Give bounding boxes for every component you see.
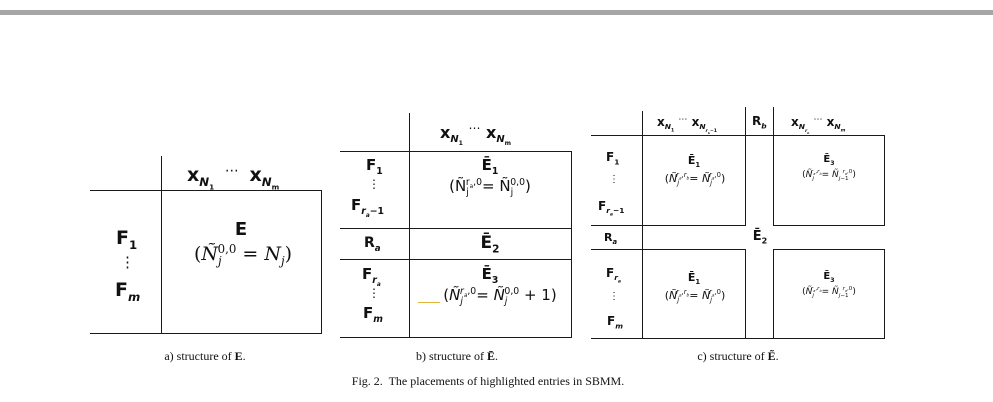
fig-c-bottom-line <box>591 338 885 339</box>
fig-b-highlight-mark <box>418 302 440 303</box>
fig-a-header-line <box>90 190 322 191</box>
fig-c-row3-top: Fra <box>606 266 621 285</box>
fig-a-bottom-line <box>90 333 322 334</box>
fig-c-col2-right-bottom <box>773 249 774 339</box>
fig-b-header-line <box>340 151 572 152</box>
fig-b-row2-label: Ra <box>364 235 381 254</box>
fig-c-col2-left <box>745 107 746 225</box>
fig-a-col-header: xN1 ⋯ xNm <box>187 163 280 192</box>
fig-c-cell-br-title: Ē3 <box>823 271 835 284</box>
fig-b-divider <box>409 113 410 338</box>
fig-a-row-bottom: Fm <box>115 279 141 304</box>
fig-b-row1-dots: ⋮ <box>368 177 380 191</box>
fig-a-divider <box>161 156 162 334</box>
fig-b-cell2: Ē2 <box>480 233 500 256</box>
figure-caption: Fig. 2. The placements of highlighted en… <box>351 374 625 388</box>
fig-b-row3-dots: ⋮ <box>368 286 380 300</box>
fig-c-row3-bottom: Fm <box>607 314 623 331</box>
fig-a-cell-title: E <box>234 219 248 240</box>
fig-c-col2-left-bottom <box>745 249 746 339</box>
fig-b-row3-bottom: Fm <box>363 304 383 325</box>
fig-c-row2-right <box>773 249 885 250</box>
fig-b-cell3-title: Ē3 <box>481 265 499 286</box>
fig-c-cell-tl-formula: (Ñjra,rb= Ñjra,0) <box>664 171 726 188</box>
fig-c-right-border-top <box>884 135 885 225</box>
fig-c-row2-label: Ra <box>604 231 618 247</box>
fig-c-row1-top: F1 <box>606 150 620 167</box>
fig-c-row2-left <box>591 249 746 250</box>
fig-c-row1-dots: ⋮ <box>609 174 619 185</box>
fig-c-cell-tr-title: Ē3 <box>823 154 835 167</box>
fig-a-row-top: F1 <box>116 227 138 252</box>
fig-c-cell-tr-formula: (Ñjra,rb= Ñj−1ra,0) <box>802 169 856 182</box>
top-rule <box>0 10 993 15</box>
fig-b-cell1-title: Ē1 <box>481 156 499 177</box>
caption-a: a) structure of E. <box>164 349 246 363</box>
fig-c-row3-dots: ⋮ <box>609 291 619 302</box>
fig-b-row3-top: Fra <box>362 265 381 288</box>
fig-c-cell-bl-title: Ē1 <box>687 271 701 287</box>
fig-c-cell-center: Ē2 <box>752 229 768 246</box>
fig-b-cell3-formula: (Ñjra,0= Ñj0,0 + 1) <box>443 286 557 307</box>
fig-c-row1-bottom: Fra−1 <box>598 199 625 218</box>
caption-b: b) structure of Ē. <box>416 349 498 363</box>
fig-c-cell-bl-formula: (Ñjra,rb= Ñjra,0) <box>664 288 726 305</box>
fig-b-row2-line <box>340 259 572 260</box>
fig-b-row1-top: F1 <box>366 156 383 177</box>
fig-b-row1-bottom: Fra−1 <box>351 196 384 219</box>
fig-b-bottom-line <box>340 337 572 338</box>
fig-b-right-border <box>571 151 572 338</box>
fig-c-col2-right <box>773 107 774 225</box>
fig-c-right-border-bottom <box>884 249 885 339</box>
fig-c-col3-header: xNrb ⋯ xNm <box>791 115 846 135</box>
caption-c: c) structure of Ẽ. <box>697 349 779 363</box>
fig-a-right-border <box>321 190 322 334</box>
fig-c-row1-right <box>773 225 885 226</box>
fig-b-row1-line <box>340 228 572 229</box>
fig-c-col2-header: Rb <box>752 114 767 131</box>
fig-a-row-dots: ⋮ <box>120 255 135 271</box>
fig-a-cell-formula: (Ñj0,0 = Nj) <box>193 241 293 268</box>
fig-c-row1-left <box>591 225 746 226</box>
fig-c-col1-header: xN1 ⋯ xNrb−1 <box>657 115 717 135</box>
fig-c-header-line <box>591 135 885 136</box>
fig-b-col-header: xN1 ⋯ xNm <box>440 121 512 148</box>
fig-c-cell-br-formula: (Ñjra,rb= Ñj−1ra,0) <box>802 286 856 299</box>
fig-b-cell1-formula: (Ñjra,0= Ñj0,0) <box>449 177 531 198</box>
fig-c-cell-tl-title: Ē1 <box>687 154 701 170</box>
